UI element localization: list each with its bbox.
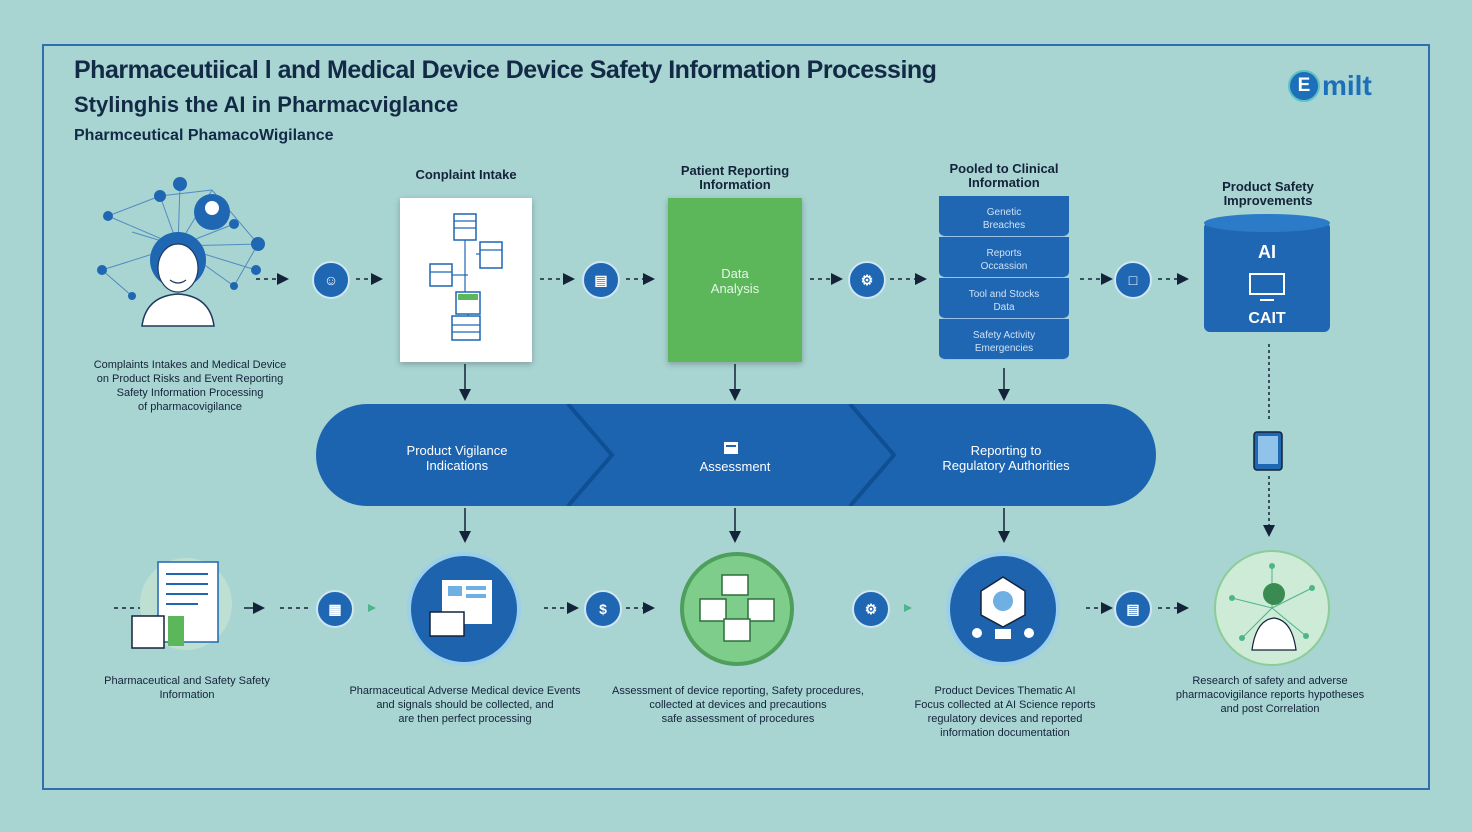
person-node-icon[interactable]: ☺ bbox=[312, 261, 350, 299]
band-chevrons bbox=[566, 404, 897, 506]
document-node-icon[interactable]: ▤ bbox=[582, 261, 620, 299]
bottom-caption-2: Pharmaceutical Adverse Medical device Ev… bbox=[349, 685, 581, 725]
patient-network-illustration bbox=[97, 177, 265, 327]
complaint-intake-card[interactable] bbox=[400, 198, 532, 362]
flowchart-icon bbox=[429, 213, 503, 341]
bottom-circle-network[interactable] bbox=[680, 552, 794, 666]
database-cap bbox=[1204, 214, 1330, 232]
stack-segment: Safety Activity Emergencies bbox=[939, 319, 1069, 360]
bottom-node-3-icon[interactable]: ⚙ bbox=[852, 590, 890, 628]
page-title: Pharmaceutiical l and Medical Device Dev… bbox=[74, 56, 937, 84]
process-band bbox=[316, 404, 1156, 506]
page-tagline: Pharmceutical PhamacoWigilance bbox=[74, 127, 334, 144]
network-docs-icon bbox=[699, 574, 775, 642]
stage-complaint-intake-label: Conplaint Intake bbox=[415, 167, 517, 182]
gear-node-icon[interactable]: ⚙ bbox=[848, 261, 886, 299]
ai-database-icon[interactable]: AI CAIT bbox=[1204, 214, 1330, 340]
researcher-network-icon bbox=[1229, 563, 1315, 651]
tablet-node-icon[interactable]: □ bbox=[1114, 261, 1152, 299]
band-product-vigilance[interactable]: Product Vigilance Indications bbox=[406, 443, 508, 473]
stack-segment: Genetic Breaches bbox=[939, 196, 1069, 237]
bottom-circle-documents[interactable] bbox=[407, 552, 521, 666]
bottom-circle-researcher[interactable] bbox=[1214, 550, 1330, 666]
bottom-node-2-icon[interactable]: $ bbox=[584, 590, 622, 628]
database-bottom-text: CAIT bbox=[1248, 310, 1286, 327]
bottom-caption-3: Assessment of device reporting, Safety p… bbox=[612, 685, 864, 725]
report-icon bbox=[429, 580, 492, 637]
patient-caption: Complaints Intakes and Medical Device on… bbox=[93, 359, 287, 413]
stage-clinical-info-label: Pooled to Clinical Information bbox=[949, 161, 1059, 190]
documents-illustration bbox=[131, 558, 232, 650]
band-assessment[interactable]: Assessment bbox=[699, 459, 771, 474]
database-body bbox=[1204, 222, 1330, 332]
bottom-circle-ai[interactable] bbox=[946, 552, 1060, 666]
outer-frame bbox=[42, 44, 1430, 790]
stage-patient-reporting-label: Patient Reporting Information bbox=[680, 163, 790, 192]
logo-text: milt bbox=[1322, 70, 1372, 101]
ai-brain-icon bbox=[972, 576, 1034, 639]
brand-logo[interactable]: E milt bbox=[1288, 70, 1372, 102]
bottom-caption-5: Research of safety and adverse pharmacov… bbox=[1175, 675, 1365, 715]
bottom-caption-1: Pharmaceutical and Safety Safety Informa… bbox=[104, 675, 270, 701]
database-top-text: AI bbox=[1258, 242, 1276, 262]
assessment-icon bbox=[724, 442, 738, 454]
bottom-node-1-icon[interactable]: ▦ bbox=[316, 590, 354, 628]
monitor-icon bbox=[1249, 273, 1285, 301]
stack-segment: Tool and Stocks Data bbox=[939, 278, 1069, 319]
data-analysis-card[interactable]: Data Analysis bbox=[668, 198, 802, 362]
clinical-info-stack[interactable]: Genetic Breaches Reports Occassion Tool … bbox=[939, 196, 1069, 360]
data-analysis-text: Data Analysis bbox=[710, 266, 760, 296]
tablet-device-icon bbox=[1253, 431, 1283, 471]
logo-mark-icon: E bbox=[1288, 70, 1320, 102]
band-regulatory-reporting[interactable]: Reporting to Regulatory Authorities bbox=[942, 443, 1070, 473]
page-subtitle: Stylinghis the AI in Pharmacviglance bbox=[74, 92, 459, 117]
stack-segment: Reports Occassion bbox=[939, 237, 1069, 278]
stage-product-safety-label: Product Safety Improvements bbox=[1222, 179, 1314, 208]
bottom-caption-4: Product Devices Thematic AI Focus collec… bbox=[914, 685, 1096, 739]
bottom-node-4-icon[interactable]: ▤ bbox=[1114, 590, 1152, 628]
